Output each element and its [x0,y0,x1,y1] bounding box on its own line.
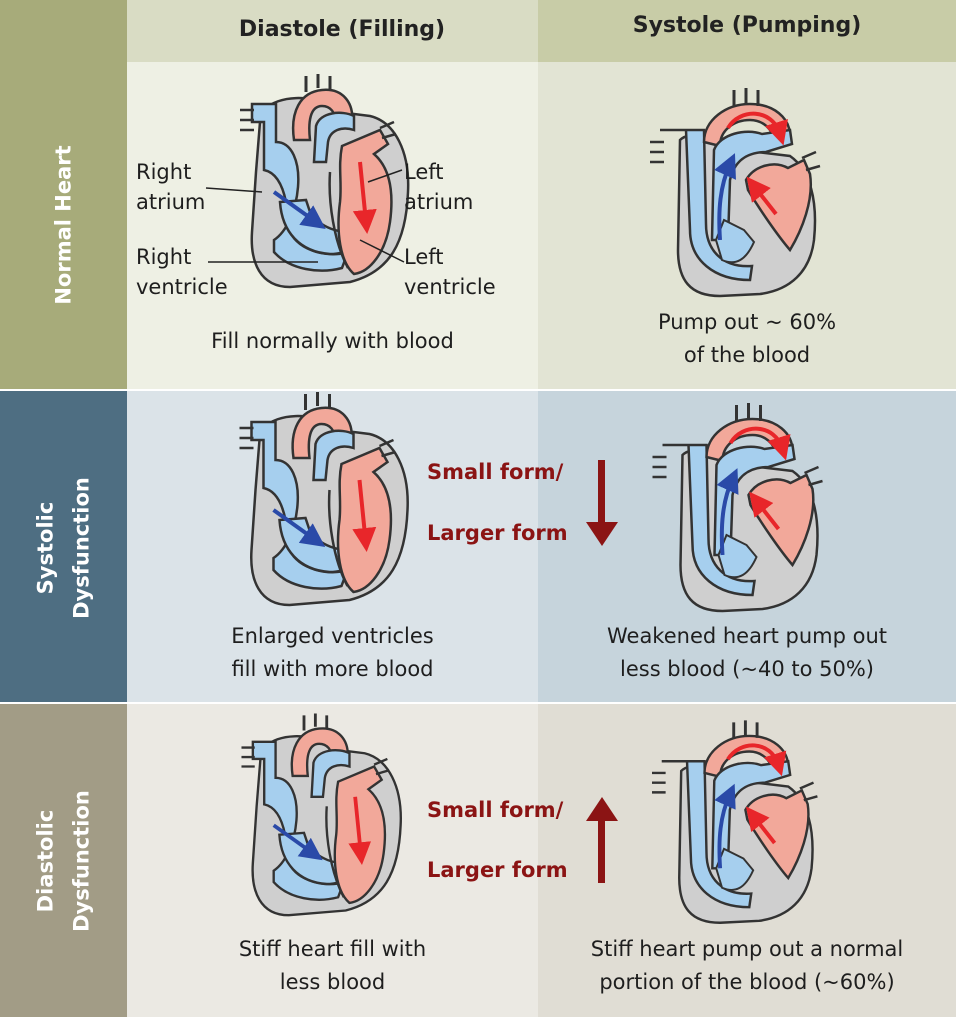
caption-normal-systole-line-2: of the blood [538,339,956,372]
caption-systolic-diastole-line-1: Enlarged ventricles [127,620,538,653]
caption-diastolic-diastole-line-2: less blood [127,966,538,999]
caption-diastolic-systole: Stiff heart pump out a normal portion of… [538,933,956,999]
caption-systolic-diastole-line-2: fill with more blood [127,653,538,686]
note-diastolic-line-1: Small form/ [427,798,563,822]
note-systolic-line-2: Larger form [427,521,568,545]
note-diastolic-line-2: Larger form [427,858,568,882]
caption-diastolic-systole-line-1: Stiff heart pump out a normal [538,933,956,966]
arrow-down-icon [584,460,620,550]
caption-normal-diastole-line-1: Fill normally with blood [127,325,538,358]
arrow-up-icon [584,795,620,885]
caption-normal-diastole: Fill normally with blood [127,325,538,358]
caption-systolic-diastole: Enlarged ventricles fill with more blood [127,620,538,686]
caption-normal-systole-line-1: Pump out ~ 60% [538,306,956,339]
caption-normal-systole: Pump out ~ 60% of the blood [538,306,956,372]
caption-systolic-systole-line-1: Weakened heart pump out [538,620,956,653]
caption-diastolic-systole-line-2: portion of the blood (~60%) [538,966,956,999]
note-systolic-line-1: Small form/ [427,460,563,484]
caption-systolic-systole-line-2: less blood (~40 to 50%) [538,653,956,686]
caption-systolic-systole: Weakened heart pump out less blood (~40 … [538,620,956,686]
caption-diastolic-diastole: Stiff heart fill with less blood [127,933,538,999]
caption-diastolic-diastole-line-1: Stiff heart fill with [127,933,538,966]
